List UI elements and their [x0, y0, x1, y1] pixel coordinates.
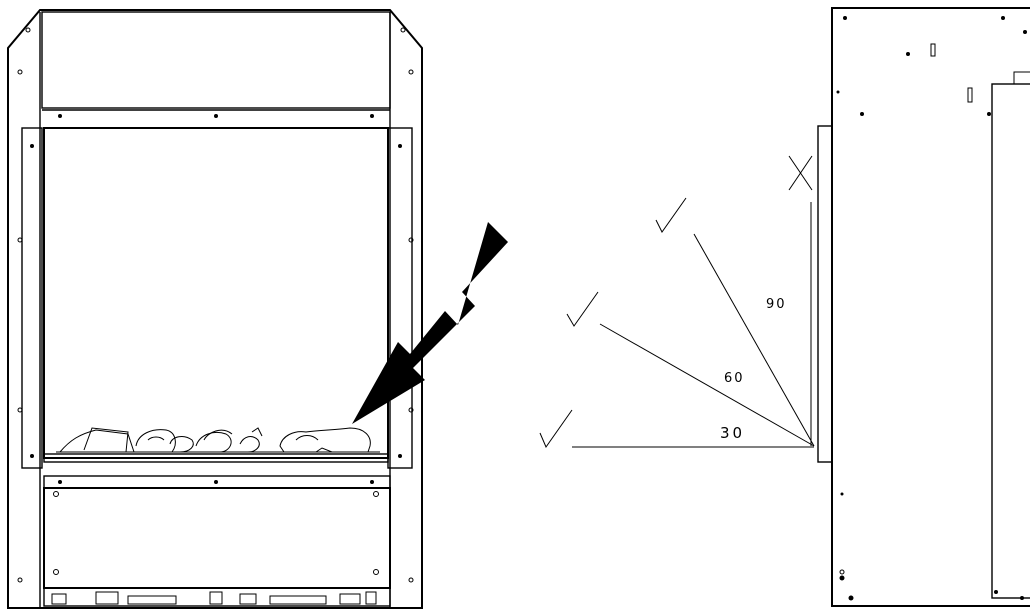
pointing-arrow-icon	[352, 222, 508, 424]
screw-holes-side	[836, 16, 1027, 601]
side-slot	[930, 43, 936, 57]
lower-control-panel	[43, 487, 391, 589]
bottom-controls	[51, 591, 377, 605]
fireplace-front-view	[7, 9, 508, 609]
angle-label-30: 30	[720, 424, 745, 442]
top-panel	[41, 11, 391, 109]
check-mark-icon	[539, 409, 573, 449]
fuel-bed-logs	[56, 427, 380, 453]
check-mark-icon	[566, 291, 599, 327]
firebox-window	[43, 127, 389, 459]
outer-frame	[7, 9, 423, 609]
side-slot	[967, 87, 973, 103]
fuel-bed-tray	[43, 453, 389, 463]
screw-holes-front	[17, 27, 414, 583]
tilt-angle-diagram: 30 60 90	[539, 155, 815, 449]
angle-label-90: 90	[766, 297, 787, 312]
side-body	[831, 7, 1030, 607]
bottom-strip	[43, 587, 391, 607]
side-flange-right	[387, 127, 413, 469]
cross-mark-icon	[788, 155, 813, 191]
angle-label-60: 60	[724, 371, 745, 386]
angle-ray-60	[599, 323, 815, 447]
side-inner-panel	[991, 83, 1030, 599]
wall-bracket	[817, 125, 833, 463]
check-mark-icon	[655, 197, 687, 233]
side-flange-left	[21, 127, 43, 469]
side-top-bracket	[1013, 71, 1030, 85]
angle-ray-90	[693, 233, 815, 447]
fireplace-side-view	[817, 7, 1030, 607]
